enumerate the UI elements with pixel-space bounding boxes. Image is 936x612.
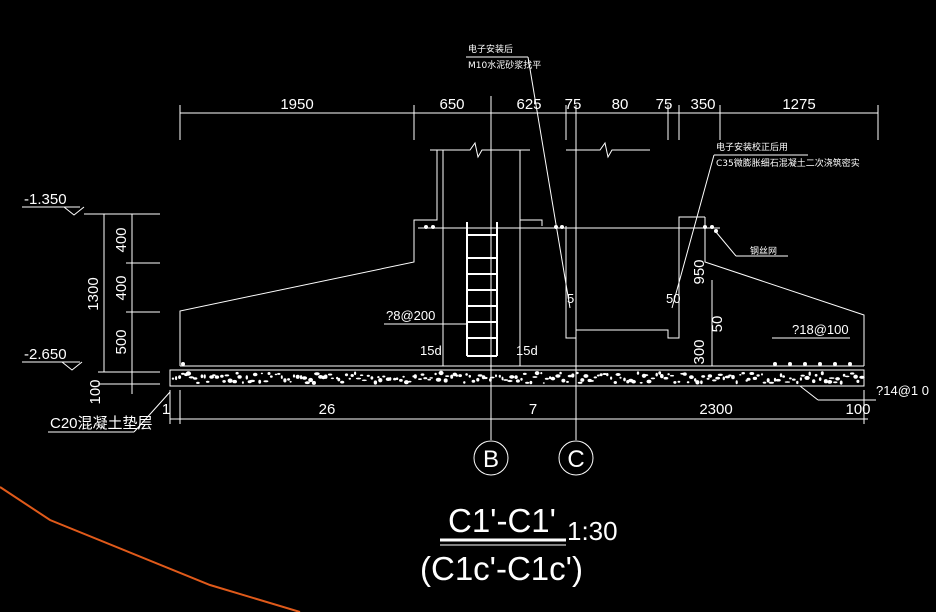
dim-left-1: 400	[113, 227, 130, 252]
dim-top-7: 350	[690, 96, 715, 113]
dim-inner-5: 5	[567, 291, 574, 306]
bottom-rebar-label: ?14@1 0	[876, 383, 929, 398]
dim-top-6: 75	[656, 96, 673, 113]
top-note-line2: M10水泥砂浆找平	[468, 59, 541, 71]
dim-top-5: 80	[612, 96, 629, 113]
right-note-line2: C35微膨胀细石混凝土二次浇筑密实	[716, 157, 860, 169]
axis-bubble-b: B	[483, 446, 499, 473]
dim-top-4: 75	[565, 96, 582, 113]
dim-top-8: 1275	[782, 96, 815, 113]
dim-inner-950: 950	[691, 259, 708, 284]
cushion-layer	[169, 369, 865, 387]
dim-left-cushion: 100	[87, 379, 104, 404]
top-note-line1: 电子安装后	[468, 43, 513, 55]
title-sub: (C1c'-C1c')	[420, 550, 583, 587]
dim-bottom-3: 7	[529, 401, 537, 418]
anchor-left-label: 15d	[420, 343, 442, 358]
right-note-line1: 电子安装校正后用	[716, 141, 788, 153]
cushion-label: C20混凝土垫层	[50, 415, 153, 432]
waterstop-note: 钢丝网	[715, 231, 788, 257]
dim-left-total: 1300	[85, 277, 102, 310]
elevation-2-label: -2.650	[24, 346, 67, 363]
dim-left-2: 400	[113, 275, 130, 300]
dim-bottom-2: 26	[319, 401, 336, 418]
axis-bubble-c: C	[567, 446, 584, 473]
anchor-right-label: 15d	[516, 343, 538, 358]
dim-left-3: 500	[113, 329, 130, 354]
section-title: C1'-C1' 1:30 (C1c'-C1c')	[420, 502, 618, 587]
reference-line	[0, 486, 301, 612]
waterstop-label: 钢丝网	[750, 245, 777, 257]
footing-outline	[179, 141, 865, 367]
dim-top-2: 650	[439, 96, 464, 113]
dim-bottom-4: 2300	[699, 401, 732, 418]
elevation-1-label: -1.350	[24, 191, 67, 208]
dim-top-1: 1950	[280, 96, 313, 113]
elevation-marker-2: -2.650	[22, 346, 83, 371]
dim-inner-50b: 50	[666, 291, 680, 306]
bottom-dimension-chain	[169, 390, 868, 424]
dim-bottom-1: 1	[162, 401, 170, 418]
top-note: 电子安装后 M10水泥砂浆找平	[466, 43, 571, 309]
axis-lines	[473, 96, 594, 476]
dim-inner-50: 50	[709, 316, 726, 333]
column-stirrups	[466, 222, 498, 357]
cushion-note: C20混凝土垫层	[48, 391, 171, 433]
elevation-marker-1: -1.350	[22, 191, 160, 216]
top-dimension-chain: 1950 650 625 75 80 75 350 1275	[179, 96, 879, 140]
right-note: 电子安装校正后用 C35微膨胀细石混凝土二次浇筑密实	[671, 141, 860, 309]
top-rebar-label: ?18@100	[792, 322, 849, 337]
title-scale: 1:30	[567, 516, 618, 546]
dim-inner-300: 300	[691, 339, 708, 364]
dim-top-3: 625	[516, 96, 541, 113]
title-main: C1'-C1'	[448, 502, 556, 539]
stirrup-label: ?8@200	[386, 308, 435, 323]
dim-bottom-5: 100	[845, 401, 870, 418]
